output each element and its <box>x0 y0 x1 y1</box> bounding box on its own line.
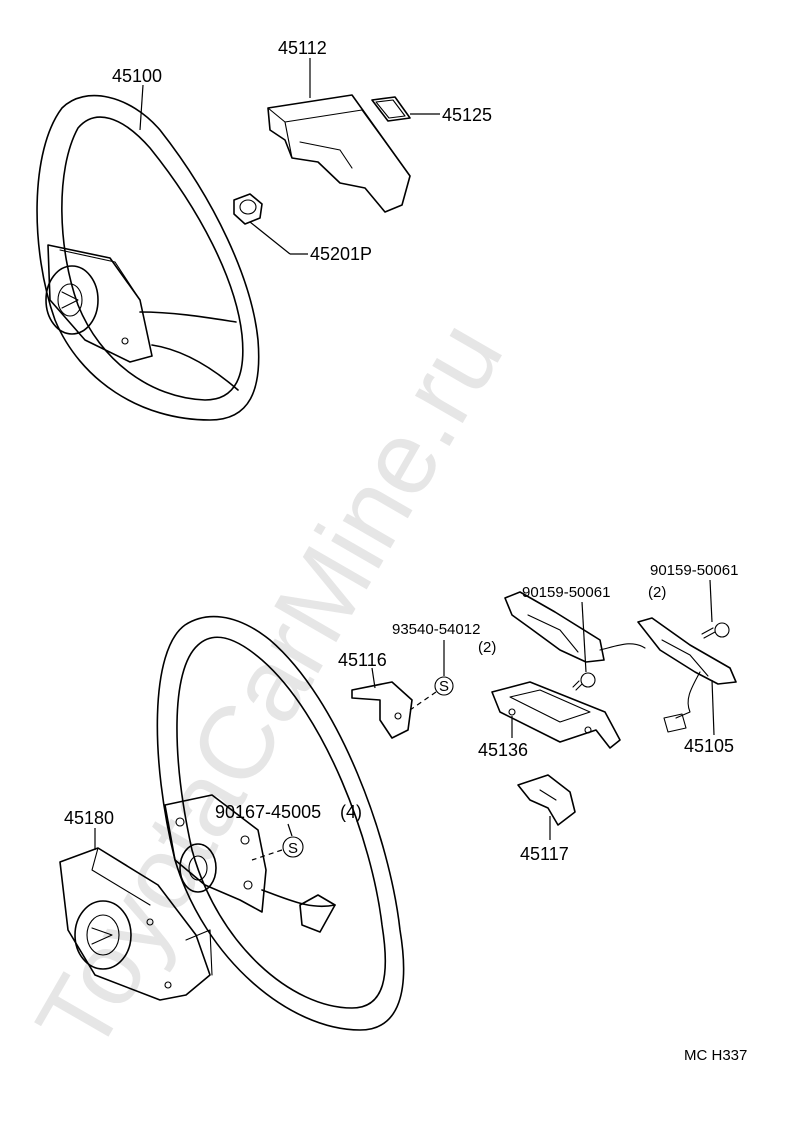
leader-45201p <box>249 221 291 255</box>
bracket-45117 <box>517 774 576 826</box>
screw-marker-90167 <box>282 836 304 858</box>
screw-90159a <box>572 672 596 691</box>
label-93540: 93540-54012 <box>392 621 480 638</box>
diagram-code: MC H337 <box>684 1047 747 1064</box>
horn-switch-45105 <box>504 591 737 733</box>
leader-45116 <box>371 667 376 689</box>
marker-s-90167: S <box>288 840 298 857</box>
steering-wheel-bottom <box>156 615 405 1031</box>
leader-45100 <box>139 84 144 131</box>
label-45201p: 45201P <box>310 244 372 264</box>
nut-45201p <box>233 193 263 225</box>
label-45100: 45100 <box>112 66 162 86</box>
screw-90159b <box>701 622 730 639</box>
contact-plate-45136 <box>491 681 621 749</box>
leader-45105 <box>711 679 715 736</box>
label-90159a-qty: (2) <box>648 584 666 601</box>
label-45105: 45105 <box>684 736 734 756</box>
label-93540-qty: (2) <box>478 639 496 656</box>
steering-wheel-top <box>36 94 260 421</box>
label-90159b: 90159-50061 <box>650 562 738 579</box>
horn-pad-45112 <box>267 94 411 213</box>
label-45117: 45117 <box>520 844 569 864</box>
label-45112: 45112 <box>278 38 327 58</box>
label-90167-qty: (4) <box>340 802 362 822</box>
marker-s-93540: S <box>439 678 449 695</box>
lower-cover-45180 <box>59 847 213 1001</box>
label-45180: 45180 <box>64 808 114 828</box>
label-45136: 45136 <box>478 740 528 760</box>
label-45125: 45125 <box>442 105 492 125</box>
emblem-45125 <box>371 96 411 122</box>
bracket-45116 <box>351 681 413 739</box>
label-45116: 45116 <box>338 650 387 670</box>
screw-marker-93540 <box>434 676 454 696</box>
label-90159a: 90159-50061 <box>522 584 610 601</box>
label-90167: 90167-45005 <box>215 802 321 822</box>
